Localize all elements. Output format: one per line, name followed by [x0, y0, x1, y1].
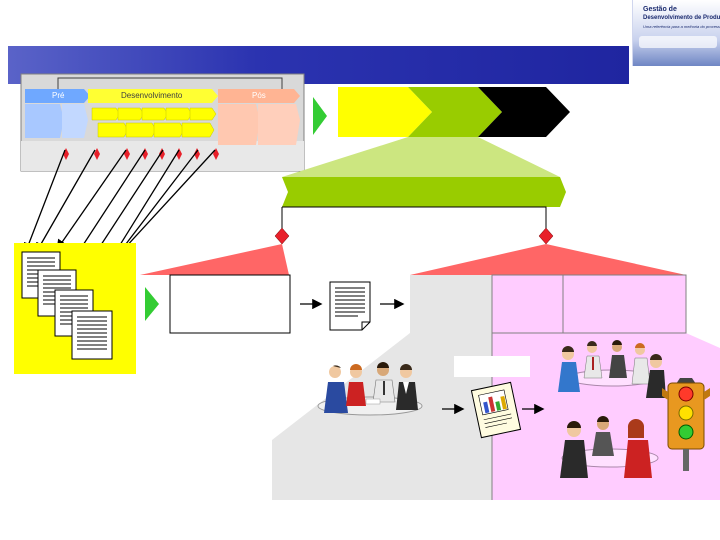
document-icon	[329, 281, 371, 331]
green-bullet-arrow-bottom	[145, 287, 159, 321]
phase-label-post: Pós	[252, 91, 266, 100]
logo-box: Gestão de Desenvolvimento de Produtos Um…	[632, 0, 720, 66]
gray-activity-header	[410, 275, 492, 333]
zoom-funnel	[282, 137, 560, 177]
logo-title-line1: Gestão de	[643, 6, 677, 13]
pre-phase-body-1	[25, 104, 64, 138]
pink-review-panel	[492, 275, 720, 500]
green-bullet-arrow-top	[313, 97, 327, 135]
pink-header-box	[491, 274, 687, 334]
feedback-line	[57, 77, 283, 89]
logo-title-line2: Desenvolvimento de Produtos	[643, 15, 720, 21]
status-label-box	[454, 356, 530, 377]
post-phase-body-1	[218, 104, 260, 145]
people-meeting-icon	[558, 340, 666, 398]
development-activities	[91, 107, 217, 138]
report-chart-icon	[470, 381, 522, 439]
zoom-fan-left	[140, 244, 289, 275]
pre-phase-body-2	[62, 104, 88, 138]
flow-arrows	[300, 298, 545, 415]
traffic-light-icon	[662, 378, 710, 471]
people-meeting-icon	[317, 362, 423, 416]
bracket-lines	[281, 206, 547, 236]
chevron-green	[408, 87, 502, 137]
gate-diamond-left	[274, 227, 290, 245]
zoom-fan-right	[410, 244, 686, 275]
logo-subtitle: Uma referência para a melhoria do proces…	[643, 24, 720, 29]
phase-label-pre: Pré	[52, 91, 65, 100]
pre-phase-arrow	[25, 89, 90, 103]
people-meeting-icon	[560, 416, 659, 478]
gate-diamond-right	[538, 227, 554, 245]
gray-activity-panel	[272, 333, 492, 500]
logo-band	[639, 36, 717, 48]
post-phase-body-2	[258, 104, 300, 145]
chevron-yellow	[338, 87, 432, 137]
chevron-black	[478, 87, 570, 137]
phase-label-development: Desenvolvimento	[121, 91, 183, 100]
development-phase-arrow	[88, 89, 218, 103]
post-phase-arrow	[218, 89, 300, 103]
document-icon	[71, 310, 113, 360]
input-box	[169, 274, 291, 334]
green-stage-bar	[282, 177, 566, 207]
document-stack	[21, 251, 113, 360]
